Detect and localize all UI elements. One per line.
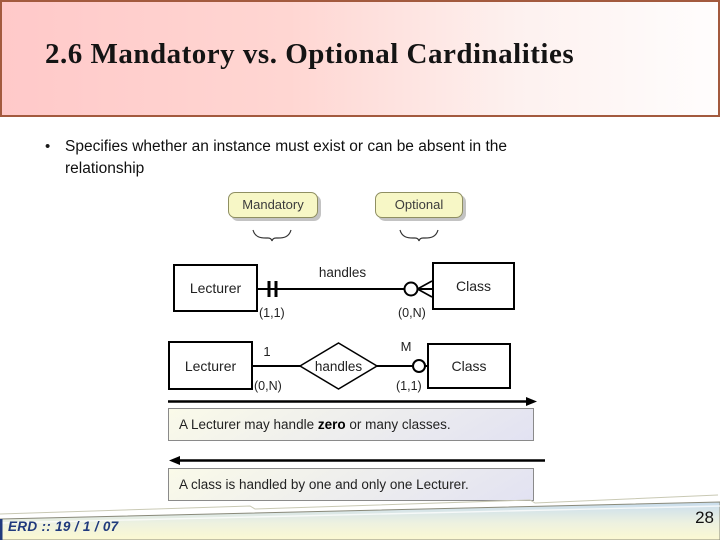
- footer-date: ERD :: 19 / 1 / 07: [8, 519, 119, 534]
- optional-badge: Optional: [375, 192, 463, 218]
- footer-band: [0, 494, 720, 540]
- erd1-relationship-label: handles: [318, 265, 367, 280]
- curly-brace-icon: [399, 229, 439, 242]
- optional-notation-icon: [412, 359, 426, 373]
- erd2-lecturer-entity: Lecturer: [168, 341, 253, 390]
- title-banner: 2.6 Mandatory vs. Optional Cardinalities: [0, 0, 720, 117]
- erd2-left-cardinality: (0,N): [254, 379, 282, 393]
- note1-text-end: or many classes.: [345, 417, 451, 432]
- relationship-diamond-icon: [298, 342, 379, 390]
- bullet-icon: •: [45, 138, 51, 155]
- bullet-row: • Specifies whether an instance must exi…: [45, 136, 605, 179]
- erd1-right-cardinality: (0,N): [398, 306, 426, 320]
- erd2-connector: [253, 342, 427, 390]
- note-lecturer-classes: A Lecturer may handle zero or many class…: [168, 408, 534, 441]
- note-class-lecturer: A class is handled by one and only one L…: [168, 468, 534, 501]
- erd1-lecturer-entity: Lecturer: [173, 264, 258, 312]
- note1-text: A Lecturer may handle: [179, 417, 318, 432]
- page-title: 2.6 Mandatory vs. Optional Cardinalities: [45, 38, 575, 70]
- erd2-class-entity: Class: [427, 343, 511, 389]
- footer-accent-line: [0, 494, 719, 515]
- one-mandatory-notation-icon: [267, 281, 278, 297]
- bullet-text: Specifies whether an instance must exist…: [65, 138, 507, 177]
- erd2-relationship-label: handles: [314, 359, 363, 374]
- footer-left-tick: [0, 519, 3, 540]
- erd2-right-multiplicity: M: [400, 339, 412, 354]
- erd1-class-entity: Class: [432, 262, 515, 310]
- optional-many-notation-icon: [403, 280, 433, 298]
- erd2-left-multiplicity: 1: [263, 344, 271, 359]
- forward-arrow-icon: [168, 397, 537, 406]
- page-number: 28: [695, 508, 714, 527]
- backward-arrow-icon: [169, 456, 545, 465]
- note2-text: A class is handled by one and only one L…: [179, 477, 469, 492]
- footer-band-shape: [0, 501, 720, 540]
- mandatory-badge: Mandatory: [228, 192, 318, 218]
- note1-bold-word: zero: [317, 417, 346, 432]
- erd1-left-cardinality: (1,1): [259, 306, 285, 320]
- curly-brace-icon: [252, 229, 292, 242]
- erd1-connector: [258, 280, 433, 298]
- erd2-right-cardinality: (1,1): [396, 379, 422, 393]
